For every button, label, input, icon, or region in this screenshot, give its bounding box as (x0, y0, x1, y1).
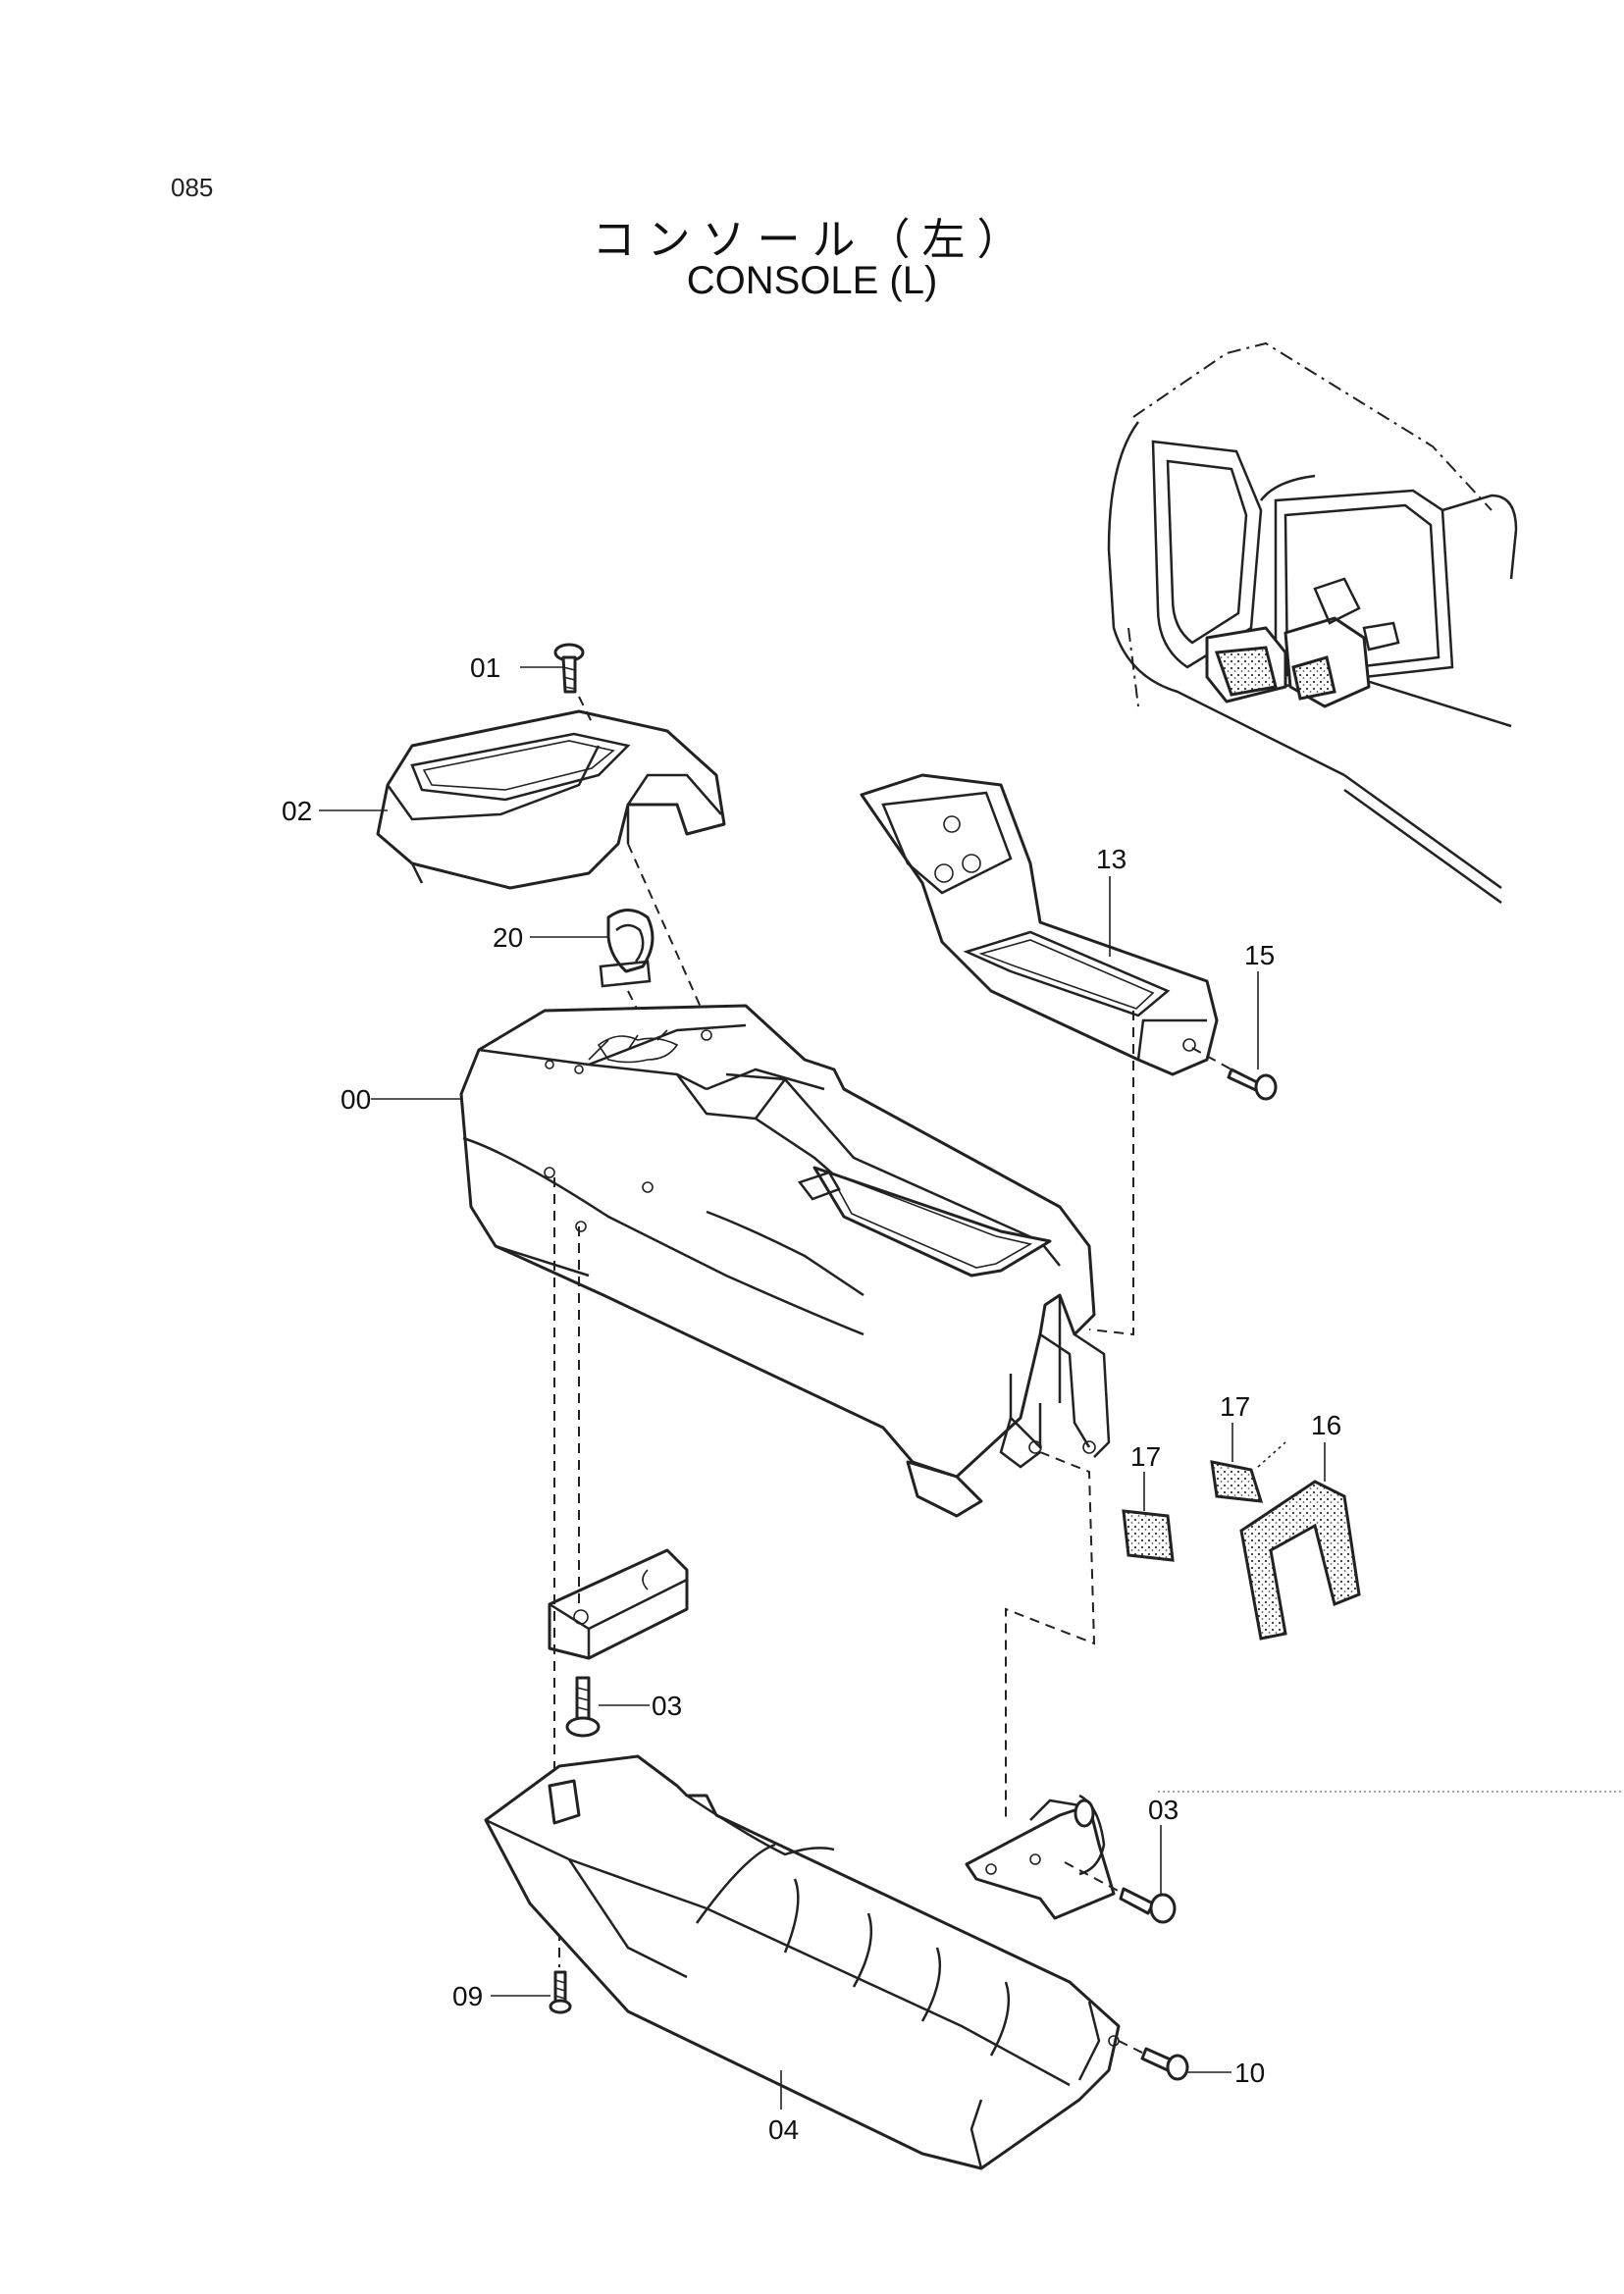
label-03-right: 03 (1148, 1795, 1179, 1825)
label-16: 16 (1311, 1410, 1341, 1440)
label-17-b: 17 (1220, 1391, 1250, 1422)
guide-line-armrest (1088, 1011, 1134, 1336)
leader-lines (319, 666, 1326, 2110)
part-10-screw (1118, 2040, 1189, 2081)
part-01-upper-cover (376, 709, 726, 890)
label-15: 15 (1244, 940, 1275, 970)
part-03-bolt-right (1064, 1861, 1177, 1924)
leader-17b-16 (1257, 1441, 1286, 1468)
part-13-armrest (860, 773, 1219, 1076)
part-17-pad-b (1210, 1460, 1264, 1503)
part-02-screw (553, 643, 595, 727)
cab-reference (1107, 341, 1518, 905)
label-00: 00 (341, 1084, 371, 1115)
label-03-left: 03 (652, 1691, 682, 1721)
title-japanese: コンソール（左） (592, 215, 1032, 265)
part-04-under-cover (484, 1754, 1121, 2170)
label-13: 13 (1096, 844, 1126, 874)
label-10: 10 (1234, 2058, 1265, 2088)
title-english: CONSOLE (L) (686, 259, 938, 302)
label-20: 20 (493, 922, 523, 953)
part-15-screw (1191, 1047, 1278, 1101)
lower-bracket-right (965, 1794, 1116, 1920)
part-09-screw (549, 1970, 572, 2014)
page-number: 085 (171, 173, 214, 202)
label-01: 02 (282, 796, 312, 826)
part-17-pad-a (1122, 1509, 1175, 1562)
part-labels: 01 02 20 00 13 15 17 17 16 03 03 09 04 1… (282, 652, 1341, 2145)
part-00-console-body (459, 1004, 1111, 1518)
label-02: 01 (470, 652, 500, 683)
label-17-a: 17 (1130, 1441, 1161, 1472)
guide-line-right (1005, 1451, 1096, 1820)
label-04: 04 (768, 2114, 799, 2145)
label-09: 09 (452, 1981, 483, 2011)
part-16-u-foam (1239, 1480, 1361, 1641)
part-03-bolt-left (565, 1676, 601, 1738)
lower-bracket-left (548, 1548, 689, 1660)
